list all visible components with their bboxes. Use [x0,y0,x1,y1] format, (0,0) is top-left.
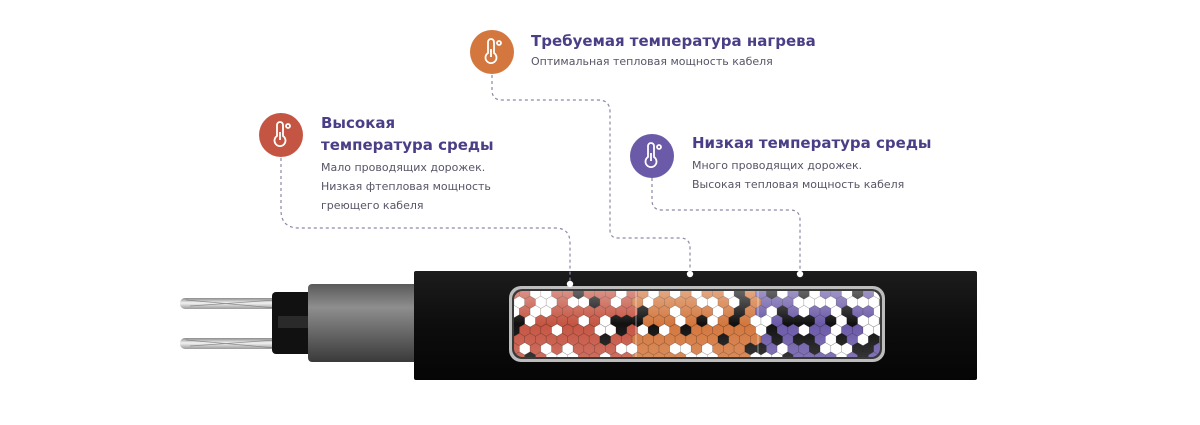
leader-line-required [491,75,691,274]
callout-title: температура среды [321,136,494,154]
thermometer-icon [273,121,291,147]
leader-lines [280,75,801,284]
cable-sleeve [308,284,420,362]
icon-high [259,113,303,157]
callout-description: Высокая тепловая мощность кабеля [692,178,905,191]
anchor-dot-low [796,270,804,278]
callout-description: греющего кабеля [321,199,424,212]
leader-line-high [280,158,571,284]
callout-title: Требуемая температура нагрева [531,32,816,50]
icon-required [470,30,514,74]
callout-high-temperature: Высокая температура среды Мало проводящи… [321,112,494,215]
leader-line-low [651,178,801,274]
callout-description: Низкая фтепловая мощность [321,180,491,193]
callout-description: Оптимальная тепловая мощность кабеля [531,55,773,68]
callout-description: Мало проводящих дорожек. [321,161,486,174]
icon-low [630,134,674,178]
anchor-dot-required [686,270,694,278]
thermometer-icon [644,142,662,168]
callout-required-temperature: Требуемая температура нагрева Оптимальна… [531,30,816,71]
callout-title: Высокая [321,114,396,132]
callout-low-temperature: Низкая температура среды Много проводящи… [692,132,932,194]
thermometer-icon [484,38,502,64]
conductor-wires [180,298,280,349]
callout-title: Низкая температура среды [692,134,932,152]
callout-description: Много проводящих дорожек. [692,159,863,172]
anchor-dot-high [566,280,574,288]
